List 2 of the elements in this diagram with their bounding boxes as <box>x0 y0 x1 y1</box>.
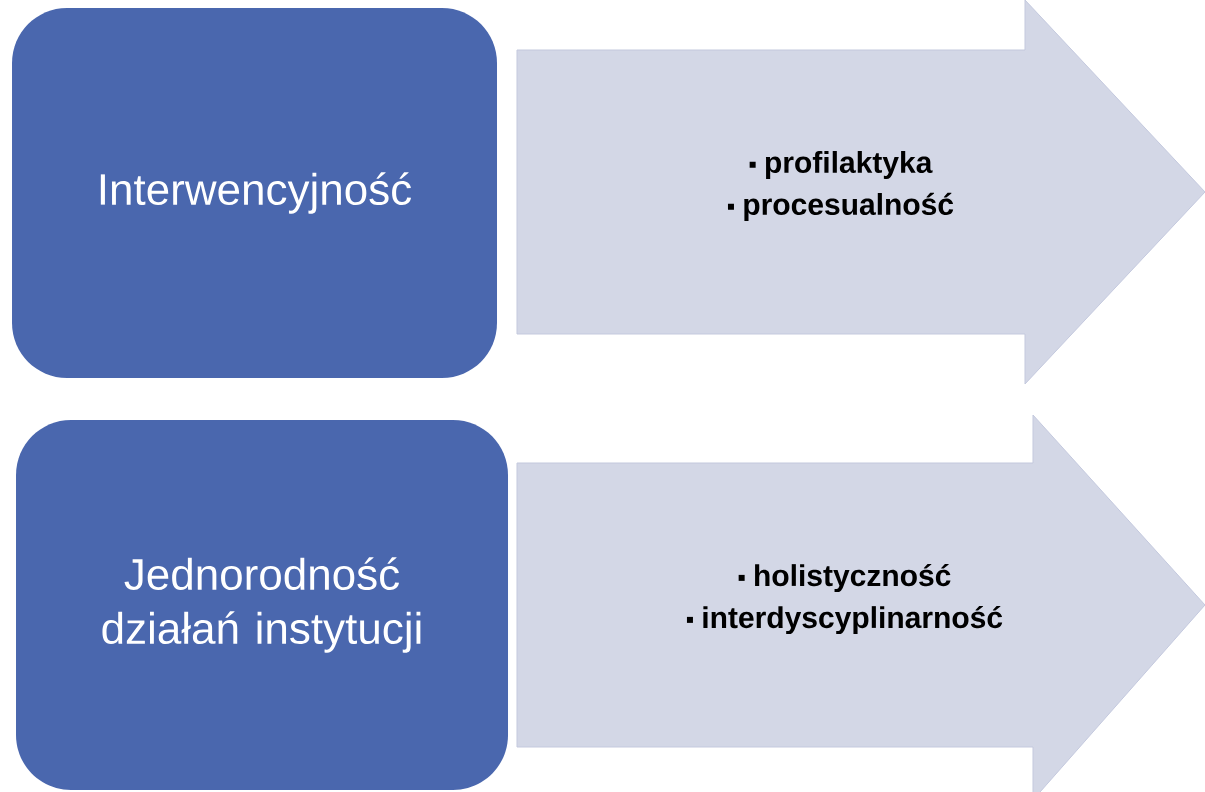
rounded-box: Interwencyjność <box>12 8 497 378</box>
rounded-box: Jednorodność działań instytucji <box>16 420 508 790</box>
